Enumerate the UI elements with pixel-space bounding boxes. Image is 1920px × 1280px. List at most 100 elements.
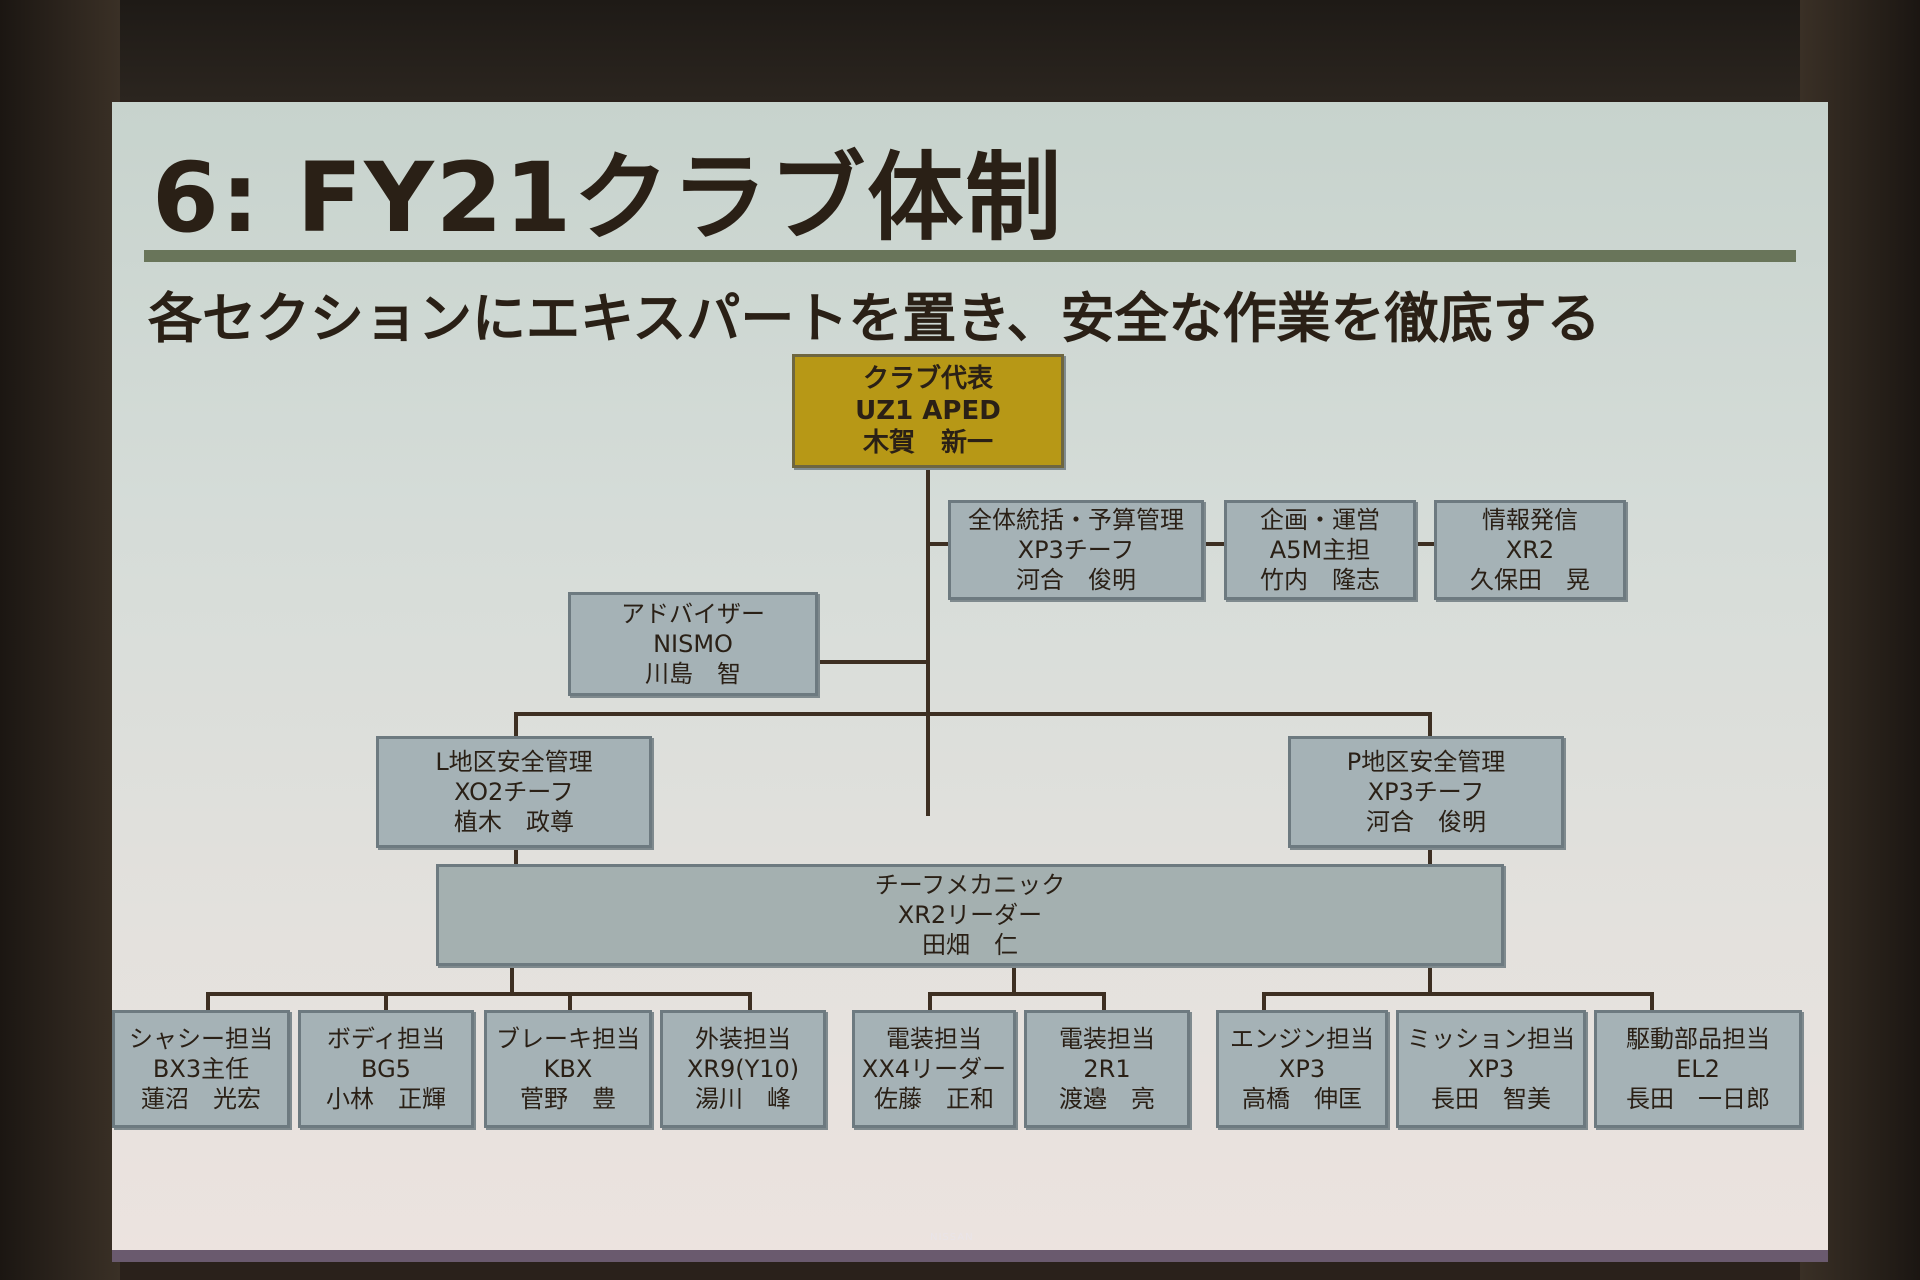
node-role: ミッション担当 <box>1407 1025 1575 1053</box>
slide-title: 6: FY21クラブ体制 <box>152 142 1064 254</box>
node-role: クラブ代表 <box>862 364 993 394</box>
connector-line <box>1012 964 1016 994</box>
node-information: 情報発信 XR2 久保田 晃 <box>1434 500 1626 600</box>
node-person: 渡邉 亮 <box>1059 1085 1155 1113</box>
node-safety-p: P地区安全管理 XP3チーフ 河合 俊明 <box>1288 736 1564 848</box>
node-section-transmission: ミッション担当 XP3 長田 智美 <box>1396 1010 1586 1128</box>
connector-line <box>206 992 210 1016</box>
connector-line <box>1262 992 1266 1016</box>
connector-line <box>1262 992 1654 996</box>
node-code: A5M主担 <box>1269 536 1371 564</box>
connector-line <box>206 992 752 996</box>
connector-line <box>514 712 1432 716</box>
node-code: BX3主任 <box>152 1055 250 1083</box>
node-code: XP3チーフ <box>1367 778 1485 806</box>
node-person: 長田 一日郎 <box>1626 1085 1770 1113</box>
node-person: 川島 智 <box>645 660 741 688</box>
node-code: XP3チーフ <box>1017 536 1135 564</box>
node-person: 長田 智美 <box>1431 1085 1551 1113</box>
node-role: アドバイザー <box>621 600 765 628</box>
node-person: 田畑 仁 <box>922 931 1018 959</box>
node-role: 電装担当 <box>1059 1025 1155 1053</box>
node-role: 駆動部品担当 <box>1626 1025 1770 1053</box>
node-person: 竹内 隆志 <box>1260 566 1380 594</box>
node-role: 電装担当 <box>886 1025 982 1053</box>
nissan-logo: NISSAN <box>930 1232 974 1243</box>
node-role: ブレーキ担当 <box>496 1025 640 1053</box>
connector-line <box>510 964 514 994</box>
node-person: 河合 俊明 <box>1016 566 1136 594</box>
node-role: 情報発信 <box>1482 506 1578 534</box>
node-section-electrical-1: 電装担当 XX4リーダー 佐藤 正和 <box>852 1010 1016 1128</box>
node-code: XR9(Y10) <box>686 1055 800 1083</box>
connector-line <box>928 992 1106 996</box>
node-code: EL2 <box>1676 1055 1720 1083</box>
connector-line <box>928 992 932 1016</box>
node-section-exterior: 外装担当 XR9(Y10) 湯川 峰 <box>660 1010 826 1128</box>
node-section-brake: ブレーキ担当 KBX 菅野 豊 <box>484 1010 652 1128</box>
node-person: 久保田 晃 <box>1470 566 1590 594</box>
connector-line <box>1650 992 1654 1016</box>
node-role: シャシー担当 <box>129 1025 273 1053</box>
node-role: 全体統括・予算管理 <box>968 506 1184 534</box>
node-person: 小林 正輝 <box>326 1085 446 1113</box>
node-role: ボディ担当 <box>326 1025 446 1053</box>
connector-line <box>928 542 962 546</box>
node-code: XR2リーダー <box>897 901 1043 929</box>
node-section-electrical-2: 電装担当 2R1 渡邉 亮 <box>1024 1010 1190 1128</box>
node-code: 2R1 <box>1083 1055 1131 1083</box>
connector-line <box>1428 712 1432 742</box>
node-person: 湯川 峰 <box>695 1085 791 1113</box>
node-code: UZ1 APED <box>855 396 1001 426</box>
node-planning-operations: 企画・運営 A5M主担 竹内 隆志 <box>1224 500 1416 600</box>
node-role: 外装担当 <box>695 1025 791 1053</box>
node-section-engine: エンジン担当 XP3 高橋 伸匡 <box>1216 1010 1388 1128</box>
connector-line <box>514 846 518 866</box>
node-person: 菅野 豊 <box>520 1085 616 1113</box>
connector-line <box>1428 964 1432 994</box>
node-role: P地区安全管理 <box>1346 748 1506 776</box>
node-advisor: アドバイザー NISMO 川島 智 <box>568 592 818 696</box>
node-role: L地区安全管理 <box>435 748 593 776</box>
node-chief-mechanic: チーフメカニック XR2リーダー 田畑 仁 <box>436 864 1504 966</box>
node-person: 植木 政尊 <box>454 808 574 836</box>
node-section-chassis: シャシー担当 BX3主任 蓮沼 光宏 <box>112 1010 290 1128</box>
node-section-body: ボディ担当 BG5 小林 正輝 <box>298 1010 474 1128</box>
node-safety-l: L地区安全管理 XO2チーフ 植木 政尊 <box>376 736 652 848</box>
title-divider <box>144 250 1796 262</box>
node-role: 企画・運営 <box>1260 506 1380 534</box>
node-code: XP3 <box>1278 1055 1326 1083</box>
connector-line <box>384 992 388 1016</box>
node-code: XX4リーダー <box>861 1055 1007 1083</box>
node-code: XP3 <box>1467 1055 1515 1083</box>
node-code: XO2チーフ <box>454 778 574 806</box>
node-club-representative: クラブ代表 UZ1 APED 木賀 新一 <box>792 354 1064 468</box>
connector-line <box>926 468 930 816</box>
node-overall-budget: 全体統括・予算管理 XP3チーフ 河合 俊明 <box>948 500 1204 600</box>
node-code: XR2 <box>1505 536 1555 564</box>
node-code: NISMO <box>653 630 733 658</box>
node-code: BG5 <box>361 1055 411 1083</box>
slide-subtitle: 各セクションにエキスパートを置き、安全な作業を徹底する <box>148 287 1601 350</box>
slide-footer-band <box>112 1250 1828 1262</box>
node-person: 高橋 伸匡 <box>1242 1085 1362 1113</box>
connector-line <box>1428 846 1432 866</box>
node-role: チーフメカニック <box>874 871 1066 899</box>
node-person: 木賀 新一 <box>862 428 993 458</box>
node-person: 佐藤 正和 <box>874 1085 994 1113</box>
node-person: 蓮沼 光宏 <box>141 1085 261 1113</box>
node-role: エンジン担当 <box>1230 1025 1374 1053</box>
connector-line <box>818 660 928 664</box>
connector-line <box>514 712 518 742</box>
connector-line <box>748 992 752 1016</box>
connector-line <box>1102 992 1106 1016</box>
org-chart: クラブ代表 UZ1 APED 木賀 新一 全体統括・予算管理 XP3チーフ 河合… <box>112 102 1828 1262</box>
node-person: 河合 俊明 <box>1366 808 1486 836</box>
connector-line <box>568 992 572 1016</box>
node-code: KBX <box>543 1055 593 1083</box>
projected-slide: 6: FY21クラブ体制 各セクションにエキスパートを置き、安全な作業を徹底する… <box>112 102 1828 1262</box>
node-section-drivetrain: 駆動部品担当 EL2 長田 一日郎 <box>1594 1010 1802 1128</box>
connector-line <box>1202 542 1224 546</box>
room-background-top <box>0 0 1920 100</box>
room-background-left <box>0 0 120 1280</box>
